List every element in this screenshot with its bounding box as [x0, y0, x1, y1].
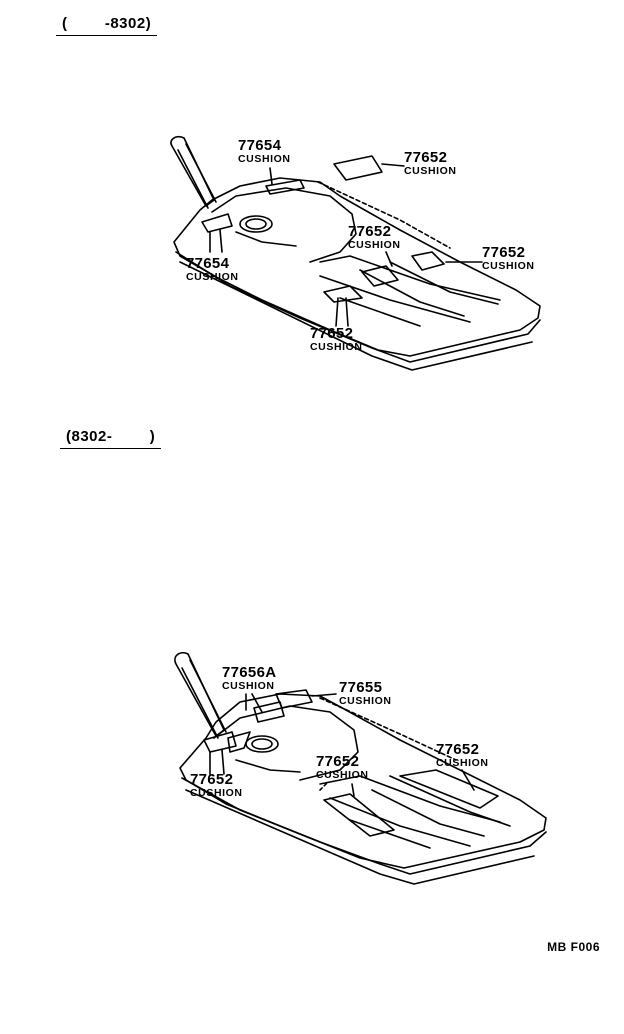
- callout-77652-top-middle: 77652 CUSHION: [348, 224, 401, 251]
- callout-77652-bottom-middle: 77652 CUSHION: [316, 754, 369, 781]
- part-number: 77656A: [222, 664, 277, 681]
- part-number: 77652: [482, 244, 526, 261]
- fuel-tank-bottom: [175, 653, 546, 884]
- fuel-tank-top: [171, 137, 540, 370]
- figure-code: MB F006: [547, 940, 600, 954]
- callout-77652-top-far-right: 77652 CUSHION: [482, 245, 535, 272]
- part-caption: CUSHION: [186, 271, 239, 283]
- part-number: 77652: [310, 325, 354, 342]
- range-label-top: ( -8302): [56, 15, 158, 36]
- part-caption: CUSHION: [310, 341, 363, 353]
- part-caption: CUSHION: [238, 153, 291, 165]
- callout-77652-bottom-right: 77652 CUSHION: [436, 742, 489, 769]
- callout-77652-top-right: 77652 CUSHION: [404, 150, 457, 177]
- part-caption: CUSHION: [482, 260, 535, 272]
- part-number: 77652: [316, 753, 360, 770]
- part-number: 77654: [186, 255, 230, 272]
- callout-77656a: 77656A CUSHION: [222, 665, 276, 692]
- part-caption: CUSHION: [436, 757, 489, 769]
- callout-77652-bottom-left: 77652 CUSHION: [190, 772, 243, 799]
- callout-77654-top-center: 77654 CUSHION: [238, 138, 291, 165]
- callout-77654-top-left: 77654 CUSHION: [186, 256, 239, 283]
- part-number: 77652: [190, 771, 234, 788]
- part-number: 77654: [238, 137, 282, 154]
- part-number: 77652: [404, 149, 448, 166]
- range-label-bottom: (8302- ): [60, 428, 162, 449]
- callout-77652-top-bottom: 77652 CUSHION: [310, 326, 363, 353]
- part-caption: CUSHION: [404, 165, 457, 177]
- part-caption: CUSHION: [222, 680, 275, 692]
- part-caption: CUSHION: [339, 695, 392, 707]
- part-caption: CUSHION: [316, 769, 369, 781]
- callout-77655: 77655 CUSHION: [339, 680, 392, 707]
- part-number: 77652: [348, 223, 392, 240]
- part-caption: CUSHION: [348, 239, 401, 251]
- part-caption: CUSHION: [190, 787, 243, 799]
- part-number: 77652: [436, 741, 480, 758]
- part-number: 77655: [339, 679, 383, 696]
